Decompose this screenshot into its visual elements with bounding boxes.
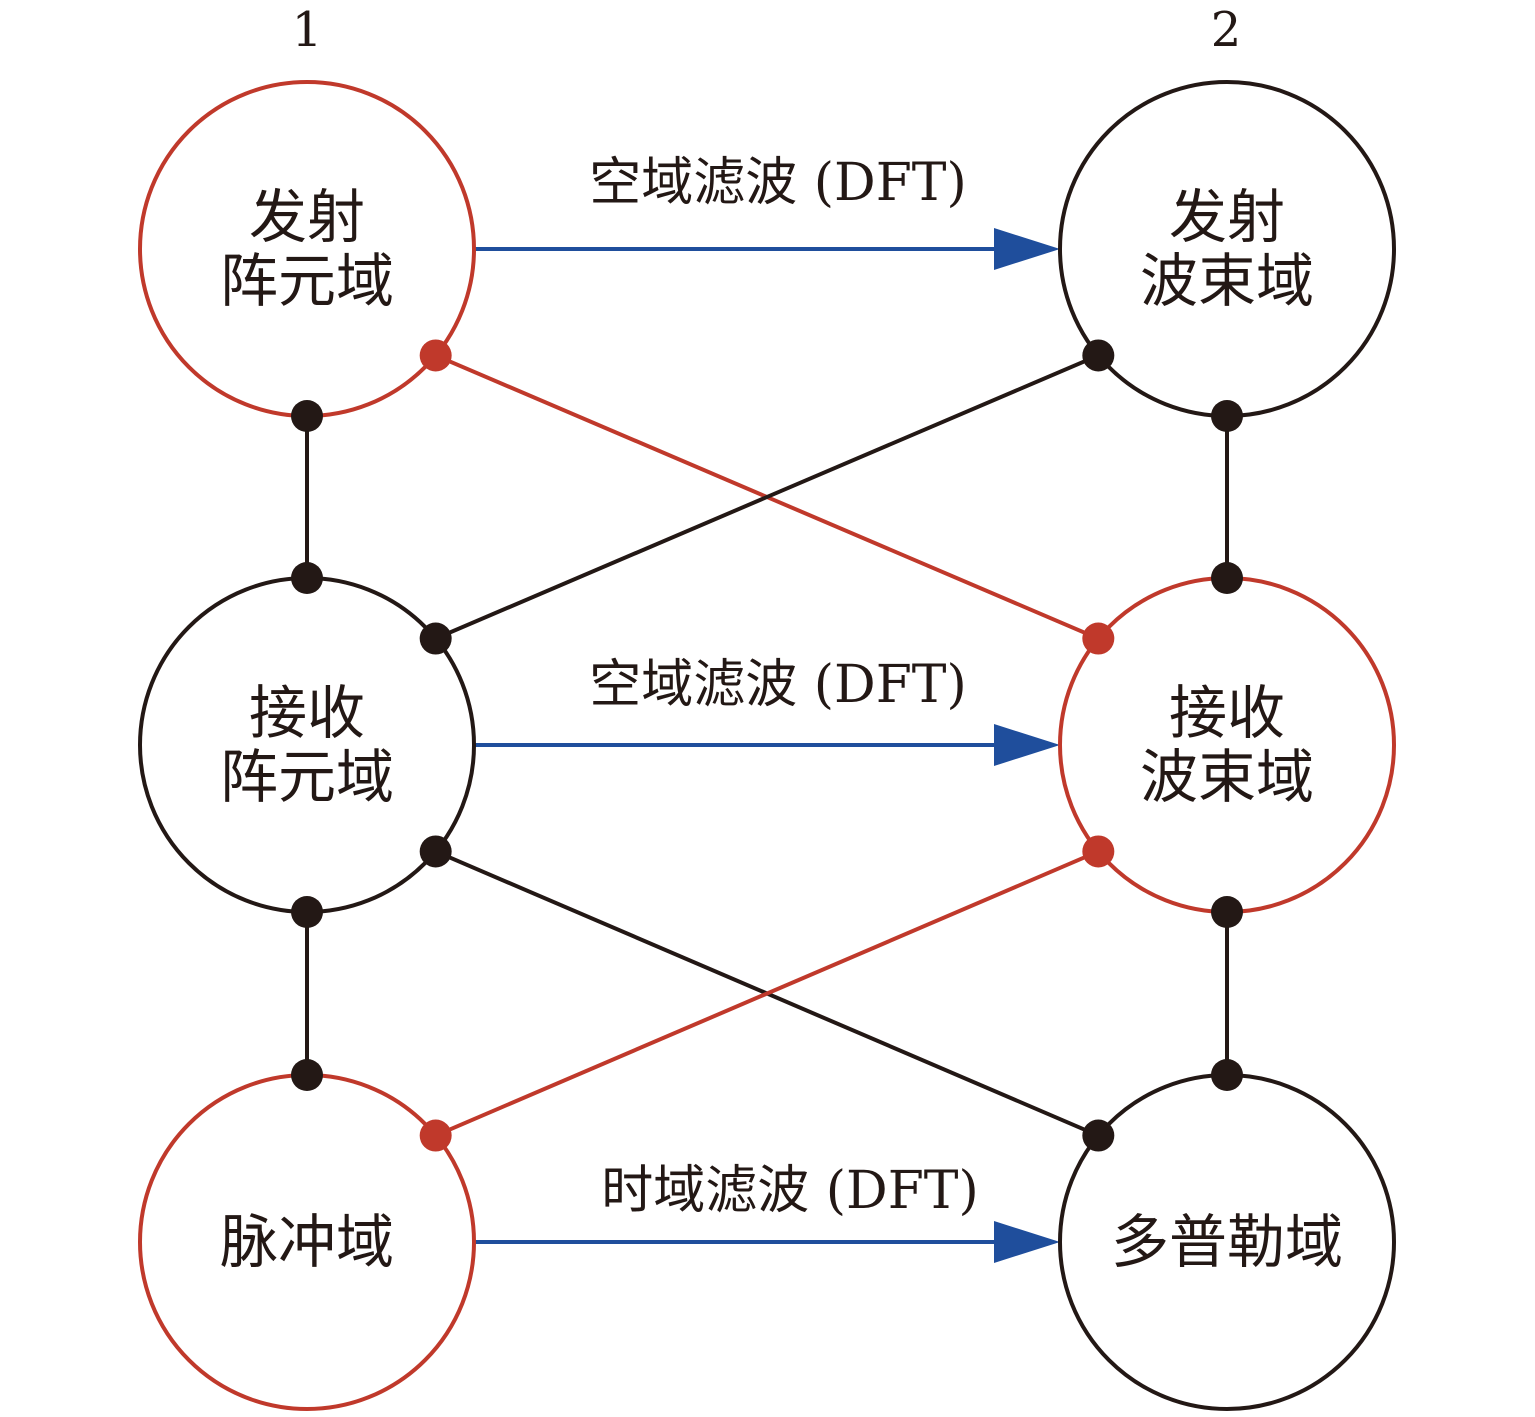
node-label: 脉冲域 bbox=[220, 1208, 394, 1276]
connection-dots-layer bbox=[291, 339, 1243, 1152]
node-label: 发射 bbox=[249, 183, 365, 251]
connection-dot bbox=[419, 622, 452, 655]
node-label: 多普勒域 bbox=[1111, 1208, 1343, 1276]
node-pulse: 脉冲域 bbox=[138, 1073, 476, 1411]
connection-dot bbox=[1211, 896, 1243, 928]
node-label: 波束域 bbox=[1140, 247, 1314, 315]
link-pulse-to-rx-beam bbox=[434, 849, 1100, 1138]
labels-layer: 1 2 空域滤波 (DFT) 空域滤波 (DFT) 时域滤波 (DFT) bbox=[292, 2, 1242, 1221]
connection-dot bbox=[1211, 562, 1243, 594]
transform-arrows-layer bbox=[474, 228, 1060, 1263]
node-label: 接收 bbox=[249, 679, 365, 747]
arrowhead-icon bbox=[994, 1221, 1060, 1263]
column-label-2: 2 bbox=[1211, 2, 1242, 58]
connection-dot bbox=[291, 896, 323, 928]
transform-label-rx: 空域滤波 (DFT) bbox=[589, 655, 967, 715]
node-label: 接收 bbox=[1169, 679, 1285, 747]
node-label: 阵元域 bbox=[220, 743, 394, 811]
connection-dot bbox=[1082, 622, 1115, 655]
connection-dot bbox=[1082, 339, 1115, 372]
arrowhead-icon bbox=[994, 228, 1060, 270]
connection-dot bbox=[419, 339, 452, 372]
node-doppler: 多普勒域 bbox=[1058, 1073, 1396, 1411]
transform-label-pulse: 时域滤波 (DFT) bbox=[601, 1161, 979, 1221]
links-layer bbox=[305, 353, 1229, 1138]
connection-dot bbox=[1211, 1059, 1243, 1091]
node-label: 发射 bbox=[1169, 183, 1285, 251]
node-label: 阵元域 bbox=[220, 247, 394, 315]
connection-dot bbox=[291, 1059, 323, 1091]
connection-dot bbox=[419, 1119, 452, 1152]
connection-dot bbox=[419, 835, 452, 868]
connection-dot bbox=[1082, 1119, 1115, 1152]
connection-dot bbox=[291, 400, 323, 432]
column-label-1: 1 bbox=[292, 2, 323, 58]
node-label: 波束域 bbox=[1140, 743, 1314, 811]
link-rx-element-to-tx-beam bbox=[434, 353, 1100, 641]
connection-dot bbox=[1211, 400, 1243, 432]
arrowhead-icon bbox=[994, 724, 1060, 766]
connection-dot bbox=[1082, 835, 1115, 868]
transform-label-tx: 空域滤波 (DFT) bbox=[589, 153, 967, 213]
connection-dot bbox=[291, 562, 323, 594]
